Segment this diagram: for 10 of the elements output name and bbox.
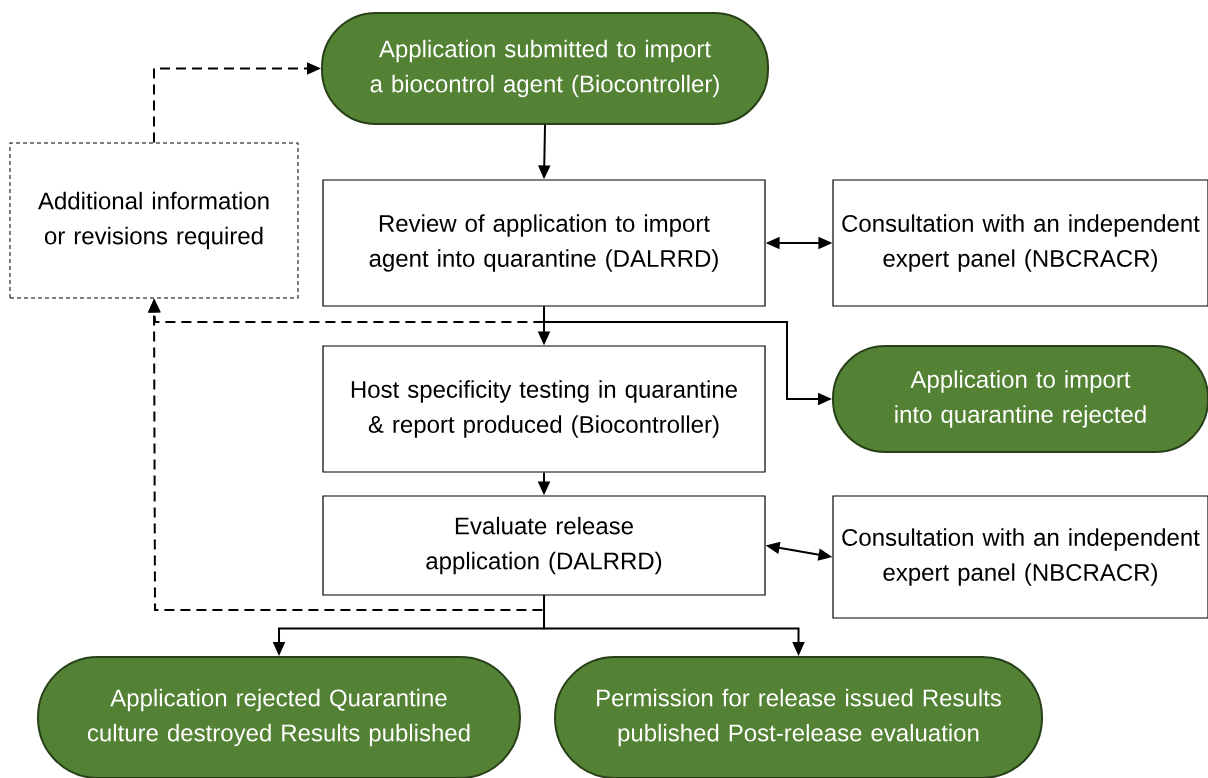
process-box: Review of application to import agent into quarantine (DALRRD) <box>322 179 766 307</box>
rounded-terminal: Application submitted to import a biocontrol agent (Biocontroller) <box>321 12 769 125</box>
rounded-terminal: Application rejected Quarantine culture destroyed Results published <box>37 656 521 778</box>
rounded-terminal: Application to import into quarantine rejected <box>832 345 1208 453</box>
process-box: Evaluate release application (DALRRD) <box>322 495 766 596</box>
process-box: Consultation with an independent expert panel (NBCRACR) <box>832 495 1208 619</box>
process-box: Consultation with an independent expert panel (NBCRACR) <box>832 179 1208 307</box>
rounded-terminal: Permission for release issued Results published Post-release evaluation <box>554 656 1043 778</box>
note-box: Additional information or revisions required <box>9 142 299 299</box>
process-box: Host specificity testing in quarantine & report produced (Biocontroller) <box>322 345 766 473</box>
